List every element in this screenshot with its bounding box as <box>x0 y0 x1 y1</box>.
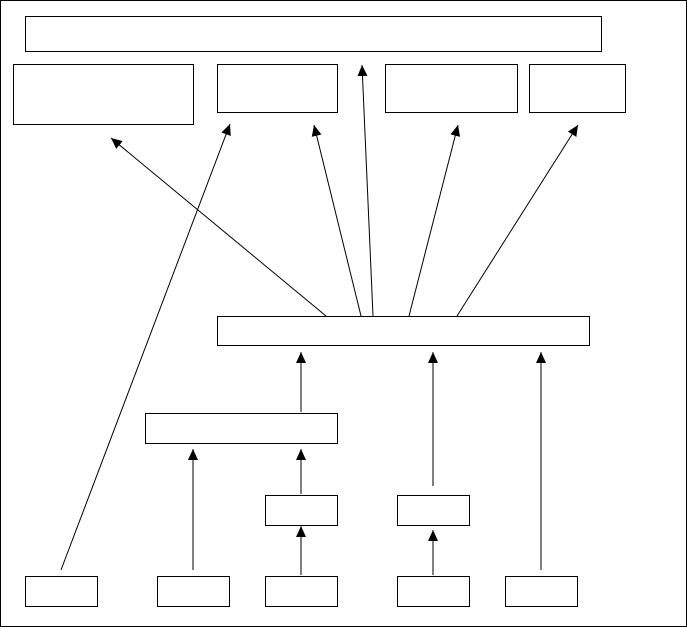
small-box-left <box>265 495 338 526</box>
top-box-3 <box>385 64 518 113</box>
top-box-4 <box>529 64 626 113</box>
bottom-box-4 <box>397 576 470 607</box>
top-box-2 <box>217 64 338 113</box>
title-bar-box <box>25 16 602 52</box>
bottom-box-2 <box>157 576 230 607</box>
arrow-hub-to-top-box-4 <box>456 124 579 317</box>
arrow-hub-to-top-box-2 <box>311 124 362 317</box>
small-box-right <box>397 495 470 526</box>
bottom-box-1 <box>25 576 98 607</box>
arrow-bottom-1-to-top-box-2 <box>60 123 231 571</box>
arrow-hub-to-title-bar <box>357 64 374 317</box>
bottom-box-5 <box>505 576 578 607</box>
mid-box <box>145 413 338 444</box>
bottom-box-3 <box>265 576 338 607</box>
arrow-hub-to-top-box-3 <box>408 124 461 317</box>
arrow-hub-to-top-box-1 <box>110 137 327 317</box>
hub-box <box>217 316 590 346</box>
top-box-1 <box>13 64 194 125</box>
